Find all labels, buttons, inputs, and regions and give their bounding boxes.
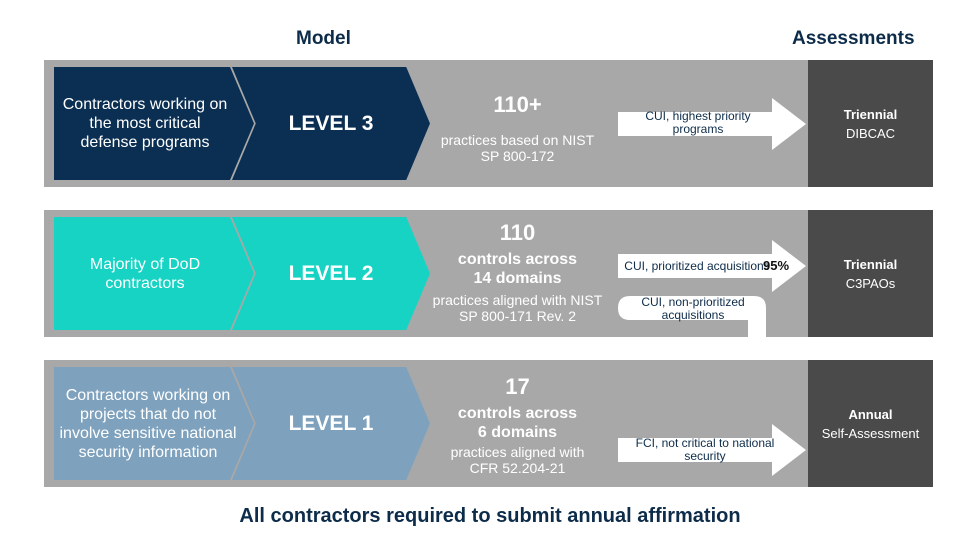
level-2-flow-label-nonprioritized: CUI, non-prioritized acquisitions (641, 295, 745, 322)
level-2-pct-95: 95% (763, 258, 790, 273)
level-3-audience-text: Contractors working on the most critical… (62, 96, 228, 151)
level-2-assessment: Triennial C3PAOs (808, 210, 933, 337)
level-1-label: LEVEL 1 (288, 411, 374, 435)
level-1-audience-text: Contractors working on projects that do … (59, 386, 237, 461)
level-3-chevron: LEVEL 3 (232, 67, 430, 180)
level-3-assessor: DIBCAC (845, 125, 896, 141)
level-3-flow-arrow (618, 98, 806, 150)
level-1-assessor: Self-Assessment (821, 425, 920, 441)
level-1-chevron: LEVEL 1 (232, 367, 430, 480)
assessments-header: Assessments (792, 28, 915, 49)
level-3-audience: Contractors working on the most critical… (54, 67, 254, 180)
level-2-audience: Majority of DoD contractors (54, 217, 254, 330)
level-2-assessment-type: Triennial (843, 256, 898, 272)
level-3-practices: practices based on NIST SP 800-172 (440, 132, 595, 164)
level-1-practices: practices aligned with CFR 52.204-21 (450, 444, 585, 476)
level-2-practices: practices aligned with NIST SP 800-171 R… (432, 292, 603, 324)
level-2-chevron: LEVEL 2 (232, 217, 430, 330)
level-1-controls: controls across 6 domains (457, 405, 578, 441)
level-2-count: 110 (499, 220, 536, 245)
level-1-description: 17 controls across 6 domains practices a… (430, 374, 605, 476)
level-3-flow-label: CUI, highest priority programs (645, 109, 751, 136)
level-1-flow-label: FCI, not critical to national security (635, 436, 775, 463)
level-3-label: LEVEL 3 (288, 111, 374, 135)
level-2-controls: controls across 14 domains (457, 251, 578, 287)
level-2-description: 110 controls across 14 domains practices… (430, 220, 605, 324)
level-2-label: LEVEL 2 (288, 261, 374, 285)
level-1-assessment: Annual Self-Assessment (808, 360, 933, 487)
level-2-flow-label-prioritized: CUI, prioritized acquisitions (624, 258, 770, 273)
footer-note: All contractors required to submit annua… (239, 505, 741, 527)
level-3-count: 110+ (493, 92, 542, 117)
level-1-flow-arrow (618, 424, 806, 476)
level-3-description: 110+ practices based on NIST SP 800-172 (430, 92, 605, 164)
level-3-assessment-type: Triennial (843, 106, 898, 122)
level-1-audience: Contractors working on projects that do … (54, 367, 254, 480)
level-1-assessment-type: Annual (848, 406, 893, 422)
model-header: Model (296, 28, 351, 49)
level-3-assessment: Triennial DIBCAC (808, 60, 933, 187)
level-2-audience-text: Majority of DoD contractors (89, 255, 201, 292)
level-2-flow-arrow-prioritized (618, 240, 806, 292)
level-1-count: 17 (505, 374, 530, 399)
level-2-assessor: C3PAOs (845, 275, 896, 291)
